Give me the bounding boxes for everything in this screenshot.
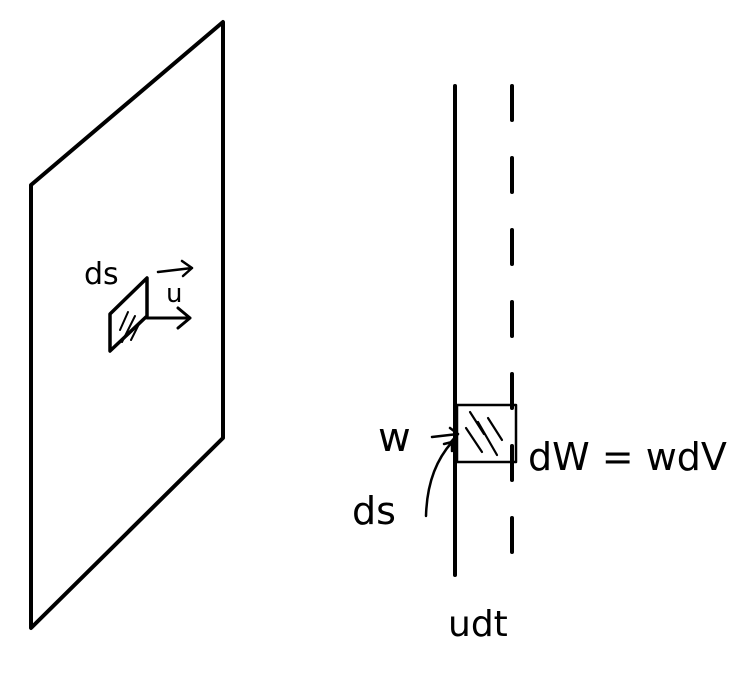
velocity-arrow	[145, 306, 192, 330]
area-element-right-label: ds	[352, 489, 396, 533]
left-figure: ds u	[29, 20, 225, 630]
energy-relation-label: dW = wdV	[528, 435, 727, 479]
energy-density-pointer	[430, 426, 460, 444]
area-element-hatching	[119, 311, 141, 343]
energy-density-label: w	[378, 415, 411, 461]
right-figure: w dW = wdV ds udt	[352, 84, 727, 645]
area-element-patch	[108, 276, 149, 353]
perspective-plane	[29, 20, 225, 630]
area-element-label: ds	[84, 257, 119, 292]
vector-overbar-arrow	[156, 259, 194, 278]
volume-element-box	[455, 403, 518, 464]
volume-element-hatching	[464, 410, 504, 457]
thickness-label: udt	[448, 604, 508, 645]
velocity-label: u	[166, 279, 182, 309]
area-element-pointer	[424, 440, 454, 518]
